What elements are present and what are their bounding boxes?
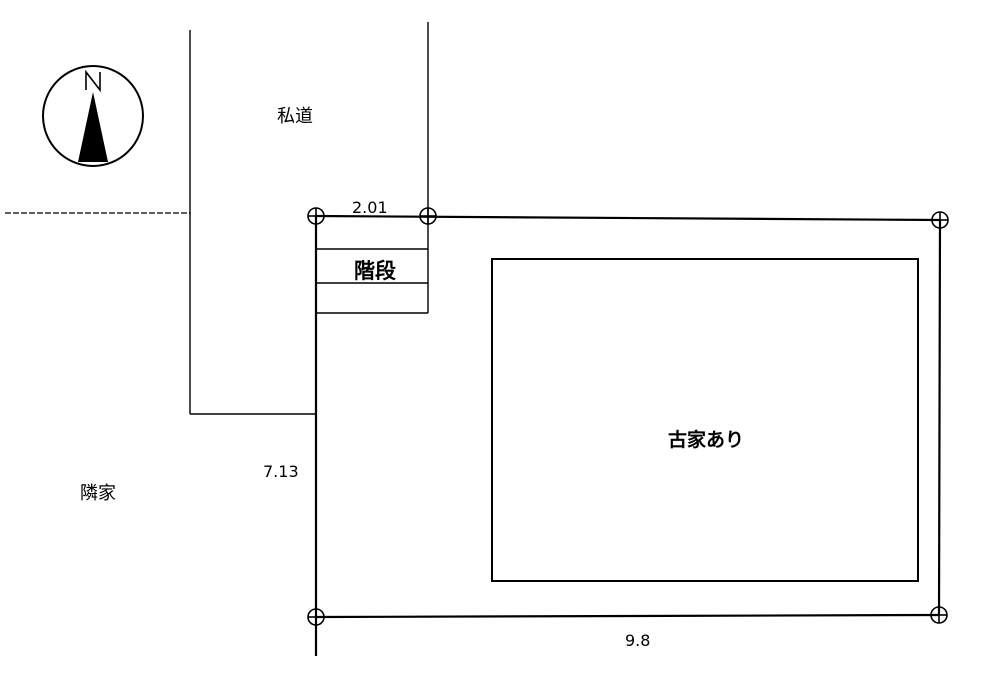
private-road-label: 私道 — [277, 106, 313, 127]
depth-dimension: 9.8 — [625, 631, 650, 650]
stairs-label: 階段 — [354, 259, 396, 283]
boundary-marker — [931, 211, 949, 229]
old-house-label: 古家あり — [668, 428, 744, 451]
north-arrow-icon — [42, 65, 144, 167]
boundary-marker — [419, 207, 437, 225]
boundary-marker — [307, 207, 325, 225]
stairs-box — [316, 248, 428, 314]
neighbor-house-label: 隣家 — [80, 483, 116, 504]
boundary-marker — [307, 608, 325, 626]
site-boundary — [314, 214, 942, 656]
boundary-markers — [307, 207, 949, 626]
old-house-outline — [491, 258, 919, 582]
frontage-dimension: 2.01 — [352, 198, 388, 217]
private-road-outline — [189, 22, 429, 415]
boundary-marker — [930, 606, 948, 624]
side-dimension: 7.13 — [263, 462, 299, 481]
